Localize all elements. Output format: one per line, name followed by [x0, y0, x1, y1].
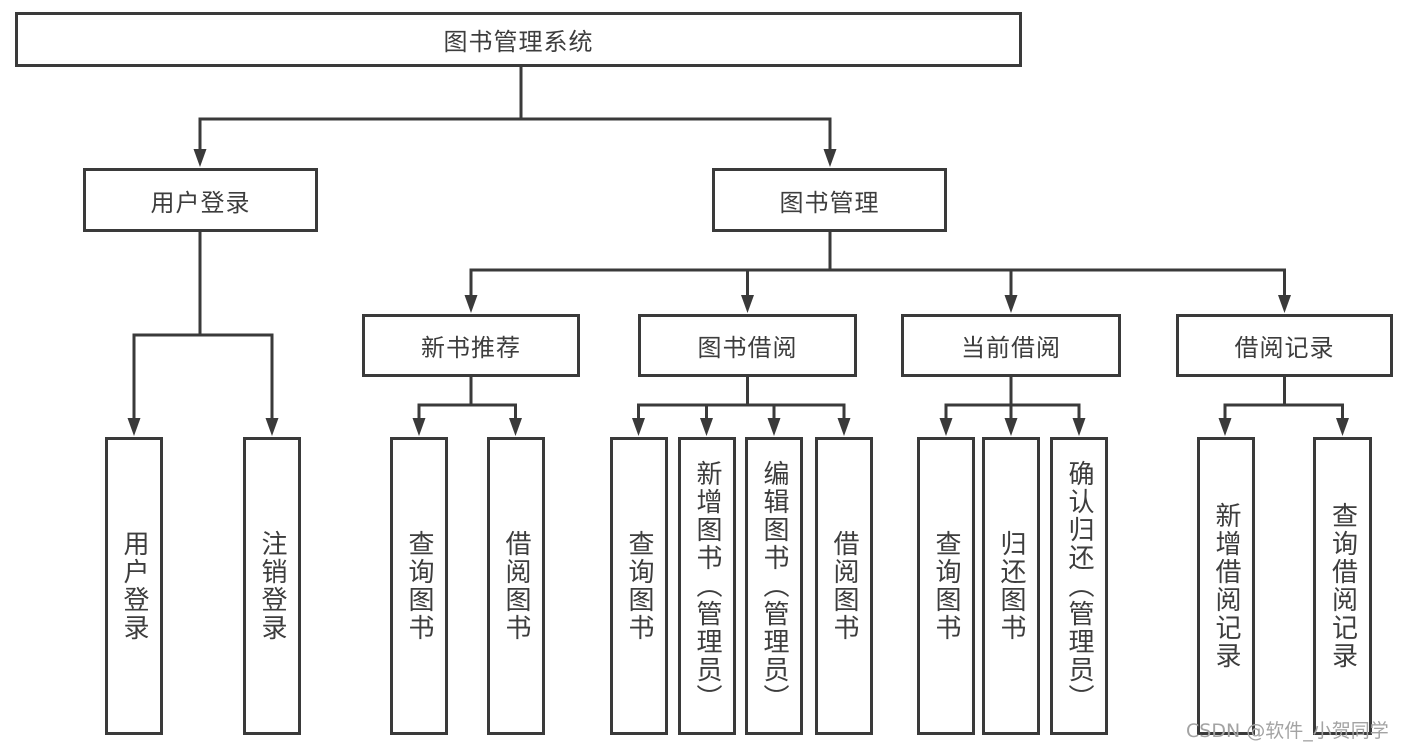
leaf-logout-label: 注销登录	[257, 530, 287, 642]
leaf-user-login-label: 用户登录	[119, 530, 149, 642]
leaf-record-query: 查询借阅记录	[1313, 437, 1372, 735]
leaf-newbook-borrow-label: 借阅图书	[501, 530, 531, 642]
leaf-borrow-book: 借阅图书	[815, 437, 873, 735]
leaf-record-add: 新增借阅记录	[1197, 437, 1255, 735]
connector-root	[193, 67, 837, 167]
leaf-current-return-label: 归还图书	[996, 530, 1026, 642]
leaf-record-add-label: 新增借阅记录	[1211, 502, 1241, 670]
node-root: 图书管理系统	[15, 12, 1022, 67]
leaf-newbook-query-label: 查询图书	[404, 530, 434, 642]
node-user-login-label: 用户登录	[150, 188, 251, 217]
node-borrow-record-label: 借阅记录	[1234, 334, 1335, 362]
leaf-logout: 注销登录	[243, 437, 301, 735]
leaf-record-query-label: 查询借阅记录	[1327, 502, 1358, 670]
connector-book-management	[464, 232, 1291, 313]
leaf-current-return: 归还图书	[982, 437, 1040, 735]
node-current-borrow: 当前借阅	[901, 314, 1121, 377]
node-user-login: 用户登录	[83, 168, 318, 232]
node-new-book-recommend: 新书推荐	[362, 314, 580, 377]
leaf-borrow-query: 查询图书	[610, 437, 668, 735]
leaf-current-query: 查询图书	[917, 437, 975, 735]
node-borrow-record: 借阅记录	[1176, 314, 1393, 377]
leaf-current-query-label: 查询图书	[931, 530, 961, 642]
connector-new-book	[412, 377, 522, 436]
leaf-borrow-edit-admin-label: 编辑图书（管理员）	[759, 460, 789, 712]
node-book-borrow-label: 图书借阅	[697, 334, 798, 362]
leaf-current-confirm-admin-label: 确认归还（管理员）	[1064, 460, 1094, 712]
node-current-borrow-label: 当前借阅	[961, 334, 1061, 362]
leaf-borrow-book-label: 借阅图书	[829, 530, 859, 642]
leaf-borrow-query-label: 查询图书	[624, 530, 654, 642]
leaf-newbook-query: 查询图书	[390, 437, 448, 735]
watermark-text: CSDN @软件_小贺同学	[1186, 720, 1389, 742]
connector-current-borrow	[939, 377, 1086, 436]
connector-borrow-record	[1218, 377, 1349, 436]
leaf-current-confirm-admin: 确认归还（管理员）	[1050, 437, 1108, 735]
leaf-newbook-borrow: 借阅图书	[487, 437, 545, 735]
leaf-user-login: 用户登录	[105, 437, 163, 735]
connector-user-login	[127, 232, 279, 436]
node-root-label: 图书管理系统	[443, 28, 594, 56]
leaf-borrow-edit-admin: 编辑图书（管理员）	[745, 437, 803, 735]
node-new-book-recommend-label: 新书推荐	[421, 334, 521, 362]
leaf-borrow-add-admin: 新增图书（管理员）	[678, 437, 736, 735]
node-book-borrow: 图书借阅	[638, 314, 857, 377]
connector-book-borrow	[632, 377, 851, 436]
node-book-management-label: 图书管理	[779, 188, 880, 217]
node-book-management: 图书管理	[712, 168, 947, 232]
leaf-borrow-add-admin-label: 新增图书（管理员）	[692, 460, 722, 712]
